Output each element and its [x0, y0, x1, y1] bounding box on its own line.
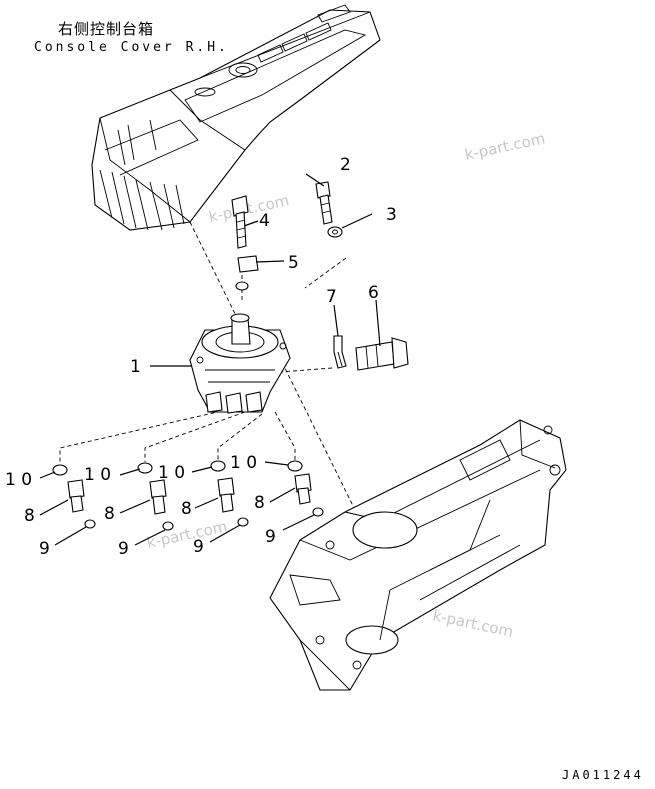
projection-line — [274, 411, 296, 462]
title-chinese: 右侧控制台箱 — [58, 20, 155, 38]
callout-7: 7 — [326, 287, 337, 307]
watermark-1: k-part.com — [463, 129, 547, 164]
pin-7 — [333, 335, 347, 369]
bolt-4 — [231, 195, 249, 249]
collar-5 — [235, 255, 259, 291]
callout-2: 2 — [340, 155, 351, 175]
callout-9-b: 9 — [118, 539, 129, 559]
callout-10-c: 1 0 — [158, 463, 185, 483]
title-english: Console Cover R.H. — [34, 40, 229, 55]
console-frame — [269, 419, 567, 691]
washer-3 — [327, 226, 343, 238]
watermark-4: k-part.com — [431, 606, 515, 641]
callout-5: 5 — [288, 253, 299, 273]
callout-10-b: 1 0 — [84, 465, 111, 485]
pilot-valve-1 — [189, 313, 291, 414]
projection-line — [279, 367, 333, 373]
callout-6: 6 — [368, 283, 379, 303]
bolt-6 — [355, 337, 409, 371]
callout-10-d: 1 0 — [230, 453, 257, 473]
fittings-8 — [67, 473, 312, 515]
callout-1: 1 — [130, 357, 141, 377]
leader-lines — [39, 173, 381, 546]
callout-3: 3 — [386, 205, 397, 225]
washer-3-hole — [332, 229, 338, 235]
drawing-number: JA011244 — [562, 768, 644, 782]
callout-8-d: 8 — [254, 493, 265, 513]
watermark-2: k-part.com — [207, 191, 291, 226]
projection-line — [304, 257, 347, 289]
callout-8-a: 8 — [24, 506, 35, 526]
callout-9-a: 9 — [39, 539, 50, 559]
projection-line — [217, 413, 263, 462]
watermark-3: k-part.com — [145, 517, 229, 552]
callout-4: 4 — [259, 211, 270, 231]
callout-9-c: 9 — [193, 537, 204, 557]
projection-line — [189, 221, 239, 321]
o-rings-9 — [84, 507, 324, 531]
callout-8-b: 8 — [104, 504, 115, 524]
console-cover — [91, 4, 381, 231]
callout-10-a: 1 0 — [5, 470, 32, 490]
callout-8-c: 8 — [181, 499, 192, 519]
bolt-2 — [315, 181, 333, 225]
projection-line — [59, 407, 236, 462]
projection-line — [275, 349, 361, 521]
washers-10 — [52, 460, 303, 476]
projection-line — [144, 411, 246, 462]
callout-9-d: 9 — [265, 527, 276, 547]
